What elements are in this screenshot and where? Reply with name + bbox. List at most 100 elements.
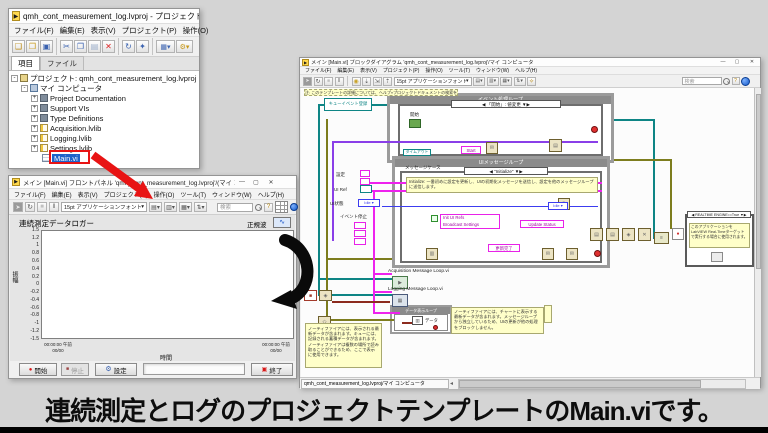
- menu-project[interactable]: プロジェクト(P): [103, 192, 148, 199]
- collapse-icon[interactable]: -: [11, 74, 18, 82]
- state-enum-constant[interactable]: Idle ▾: [548, 202, 568, 210]
- maximize-button[interactable]: ▢: [730, 58, 744, 66]
- save-all-icon[interactable]: ▣: [40, 40, 53, 53]
- menu-operate[interactable]: 操作(O): [153, 192, 175, 199]
- distribute-objects-icon[interactable]: ▥▾: [486, 76, 499, 86]
- build-icon[interactable]: ✦: [136, 40, 149, 53]
- message-terminal[interactable]: [354, 238, 366, 245]
- expand-icon[interactable]: +: [31, 124, 38, 132]
- tree-row-acquisition[interactable]: + Acquisition.lvlib: [9, 123, 199, 133]
- step-into-icon[interactable]: ⇣: [362, 76, 371, 86]
- chart-plot-area[interactable]: [41, 230, 294, 339]
- search-icon[interactable]: [255, 203, 262, 211]
- align-objects-icon[interactable]: ▤▾: [473, 76, 485, 86]
- block-diagram-titlebar[interactable]: ▶ メイン [Main.vi] ブロックダイアグラム 'qmh_cont_mea…: [300, 58, 760, 67]
- help-icon[interactable]: ?: [731, 77, 740, 85]
- message-case-selector[interactable]: ◀ "Initialize" ▼▶: [464, 167, 548, 175]
- menu-tools[interactable]: ツール(T): [448, 68, 471, 74]
- menu-file[interactable]: ファイル(F): [305, 68, 332, 74]
- ui-ref-terminal[interactable]: [360, 185, 372, 193]
- menu-file[interactable]: ファイル(F): [14, 192, 46, 199]
- menu-view[interactable]: 表示(V): [360, 68, 377, 74]
- expand-icon[interactable]: +: [31, 114, 38, 122]
- vertical-scrollbar-thumb[interactable]: [756, 94, 761, 269]
- realtime-comment[interactable]: このアプリケーションをLabVIEW Real-Timeターゲットで実行する場合…: [689, 223, 750, 248]
- expand-icon[interactable]: +: [31, 104, 38, 112]
- event-structure[interactable]: [398, 104, 603, 156]
- run-continuous-icon[interactable]: ↻: [25, 202, 35, 212]
- init-messages-constant[interactable]: Init UI Refs Broadcast Settings: [440, 214, 500, 229]
- conditional-disable-selector[interactable]: ◀ REALTIME ENGINE==True ▼▶: [687, 211, 751, 218]
- project-titlebar[interactable]: ▶ qmh_cont_measurement_log.lvproj - プロジェ…: [9, 9, 199, 24]
- menu-project[interactable]: プロジェクト(P): [121, 25, 177, 35]
- open-icon[interactable]: ❒: [26, 40, 39, 53]
- run-icon[interactable]: ➤: [13, 202, 23, 212]
- destroy-events-subvi[interactable]: ✕: [638, 228, 651, 241]
- loop-stop-terminal[interactable]: [594, 250, 601, 257]
- stop-button[interactable]: ■ 停止: [61, 363, 89, 376]
- tree-row-settings[interactable]: + Settings.lvlib: [9, 143, 199, 153]
- timeout-terminal[interactable]: タイムアウト: [403, 149, 431, 156]
- enqueue-message-subvi[interactable]: ✉: [542, 248, 554, 260]
- resize-objects-icon[interactable]: ▦▾: [500, 76, 512, 86]
- reorder-icon[interactable]: ⇅▾: [194, 202, 207, 212]
- exit-button[interactable]: ▣ 終了: [251, 363, 293, 376]
- scroll-left-icon[interactable]: ◂: [450, 381, 454, 387]
- loop-stop-terminal[interactable]: [591, 126, 598, 133]
- cut-icon[interactable]: ✂: [60, 40, 73, 53]
- tab-files[interactable]: ファイル: [40, 56, 84, 70]
- maximize-button[interactable]: ▢: [249, 176, 263, 188]
- highlight-execution-icon[interactable]: ◉: [351, 76, 361, 86]
- start-button[interactable]: ● 開始: [19, 363, 57, 376]
- expand-icon[interactable]: +: [31, 144, 38, 152]
- initialize-case-note[interactable]: Initialize: 一番初めに設定を更新し、UIの初期化メッセージを送信し、…: [406, 177, 598, 193]
- search-icon[interactable]: [723, 77, 730, 85]
- tree-row-project[interactable]: - プロジェクト: qmh_cont_measurement_log.lvpro…: [9, 73, 199, 83]
- menu-tools[interactable]: ツール(T): [180, 192, 207, 199]
- ui-state-enum[interactable]: Idle ▾: [358, 199, 380, 207]
- context-help-icon[interactable]: [290, 203, 298, 211]
- error-handler-node[interactable]: ●: [672, 228, 684, 240]
- logging-loop-subvi[interactable]: ▦: [392, 294, 408, 307]
- stop-notifier-node[interactable]: ■: [304, 290, 317, 301]
- start-message-constant[interactable]: Start: [461, 146, 481, 154]
- tree-row-typedefs[interactable]: + Type Definitions: [9, 113, 199, 123]
- close-button[interactable]: ✕: [744, 58, 760, 66]
- new-file-icon[interactable]: ❑: [12, 40, 25, 53]
- plot-legend-label[interactable]: 正規波: [247, 222, 267, 229]
- menu-operate[interactable]: 操作(O): [425, 68, 443, 74]
- copy-icon[interactable]: ❐: [74, 40, 87, 53]
- distribute-objects-icon[interactable]: ▥▾: [164, 202, 177, 212]
- search-input[interactable]: 検索: [217, 202, 253, 212]
- menu-view[interactable]: 表示(V): [77, 192, 98, 199]
- notifier-comment[interactable]: ノーティファイアには、表示される最新データが含まれます。キューには、記録される蓄…: [305, 323, 382, 368]
- menu-edit[interactable]: 編集(E): [51, 192, 72, 199]
- enqueue-message-subvi[interactable]: ✉: [486, 142, 498, 154]
- minimize-button[interactable]: —: [235, 176, 249, 188]
- display-loop-comment[interactable]: ノーティファイアには、チャートに表示する最新データが含まれます。メッセージループ…: [451, 307, 544, 334]
- grid-icon[interactable]: [275, 201, 288, 213]
- align-objects-icon[interactable]: ▤▾: [149, 202, 162, 212]
- obtain-notifier-subvi[interactable]: ◈: [319, 290, 332, 301]
- menu-edit[interactable]: 編集(E): [59, 25, 85, 35]
- tree-row-main-vi[interactable]: Main.vi: [9, 153, 199, 163]
- close-button[interactable]: ✕: [263, 176, 279, 188]
- menu-file[interactable]: ファイル(F): [14, 25, 54, 35]
- settings-terminal[interactable]: [360, 170, 370, 177]
- update-status-constant[interactable]: Update Status: [520, 220, 564, 228]
- run-icon[interactable]: ➤: [303, 76, 312, 86]
- pause-icon[interactable]: ‖: [334, 76, 344, 86]
- resize-objects-icon[interactable]: ▦▾: [179, 202, 192, 212]
- pause-icon[interactable]: ‖: [49, 202, 59, 212]
- tab-items[interactable]: 項目: [11, 56, 40, 70]
- release-queue-subvi[interactable]: ▤: [590, 228, 603, 241]
- message-terminal[interactable]: [354, 222, 366, 229]
- minimize-button[interactable]: —: [716, 58, 730, 66]
- horizontal-scrollbar-thumb[interactable]: [459, 380, 701, 388]
- block-diagram-canvas[interactable]: イベント処理ループ ◀ 「開始」: 値変更 ▼▶ UIメッセージループ メッセー…: [301, 88, 754, 377]
- run-continuous-icon[interactable]: ↻: [313, 76, 323, 86]
- event-case-selector[interactable]: ◀ 「開始」: 値変更 ▼▶: [451, 100, 561, 108]
- abort-icon[interactable]: ■: [324, 76, 333, 86]
- tree-row-support[interactable]: + Support VIs: [9, 103, 199, 113]
- menu-project[interactable]: プロジェクト(P): [382, 68, 420, 74]
